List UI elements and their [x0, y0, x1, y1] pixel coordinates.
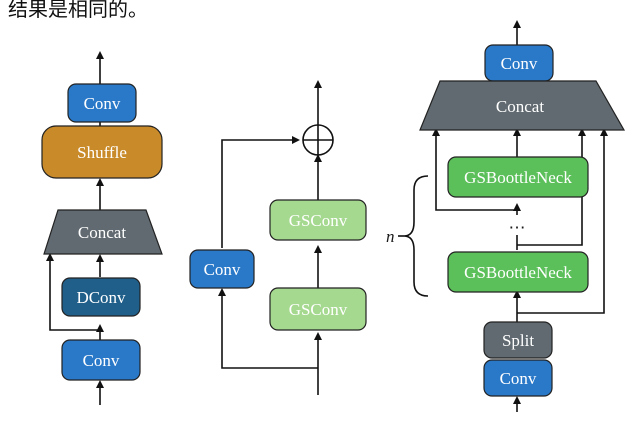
- shuffle-label: Shuffle: [77, 143, 127, 162]
- bottleneck-bottom-label: GSBoottleNeck: [464, 263, 572, 282]
- bottleneck-top-label: GSBoottleNeck: [464, 168, 572, 187]
- middle-conv-box: [189, 249, 255, 289]
- bottleneck-bottom-box: [447, 251, 589, 293]
- bottleneck-top-box: [447, 156, 589, 198]
- middle-block: Conv GSConv GSConv: [189, 80, 367, 395]
- conv-to-add: [221, 136, 300, 248]
- gsconv-bottom-box: [269, 287, 367, 331]
- left-concat-shape: [43, 209, 163, 255]
- left-block: Conv Shuffle Concat DConv Conv: [41, 51, 163, 405]
- left-conv-bottom-box: [61, 339, 141, 381]
- right-conv-bottom-box: [483, 359, 553, 397]
- split-label: Split: [502, 331, 534, 350]
- left-conv-top-box: [67, 83, 137, 123]
- middle-conv-label: Conv: [204, 260, 241, 279]
- left-concat-label: Concat: [78, 223, 126, 242]
- left-conv-bottom-label: Conv: [83, 351, 120, 370]
- gsconv-top-box: [269, 199, 367, 241]
- dconv-label: DConv: [76, 288, 126, 307]
- split-box: [483, 321, 553, 359]
- caption-fragment: 结果是相同的。: [8, 0, 148, 21]
- right-block: Conv Concat GSBoottleNeck ⋯ GSBoottleNec…: [386, 20, 626, 412]
- gsconv-top-label: GSConv: [289, 211, 348, 230]
- bottleneck-top-to-concat: [432, 128, 517, 211]
- left-conv-top-label: Conv: [84, 94, 121, 113]
- repeat-label: n: [386, 227, 395, 246]
- right-conv-bottom-label: Conv: [500, 369, 537, 388]
- right-concat-shape: [419, 80, 626, 131]
- branch-to-conv: [218, 288, 318, 369]
- gsconv-bottom-label: GSConv: [289, 300, 348, 319]
- shuffle-box: [41, 125, 163, 179]
- bottleneck-ellipsis: ⋯: [509, 218, 526, 237]
- right-concat-label: Concat: [496, 97, 544, 116]
- split-to-concat: [517, 128, 608, 314]
- repeat-brace: [403, 175, 429, 297]
- right-conv-top-label: Conv: [501, 54, 538, 73]
- dconv-box: [61, 277, 141, 317]
- skip-to-concat: [46, 253, 100, 331]
